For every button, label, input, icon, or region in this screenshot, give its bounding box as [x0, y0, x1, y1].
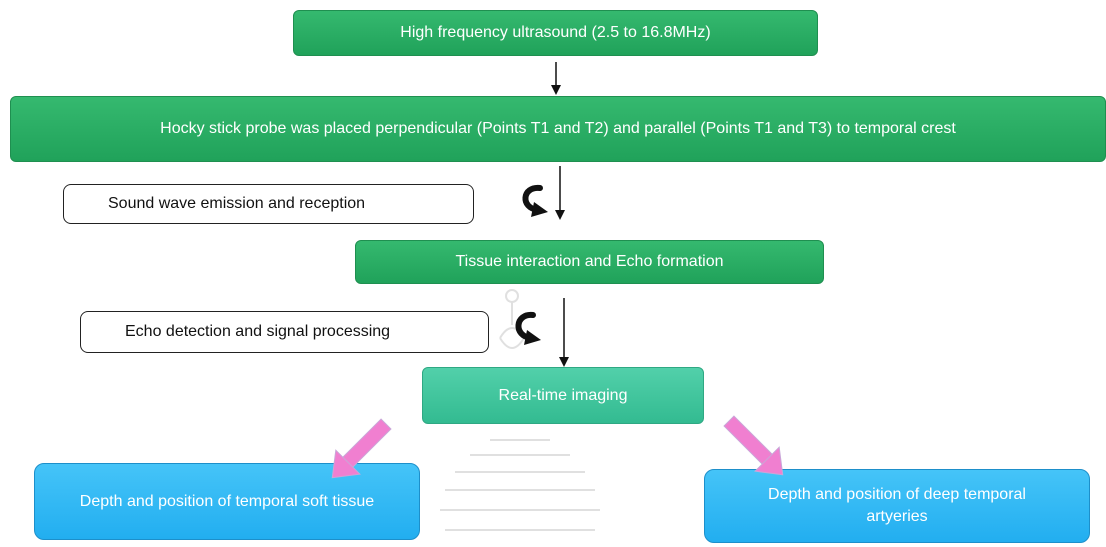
- echo-detection-note: Echo detection and signal processing: [80, 311, 489, 353]
- deep-arteries-box: Depth and position of deep temporal arty…: [704, 469, 1090, 543]
- curved-arrow-icon: [522, 184, 548, 217]
- probe-placement-box: Hocky stick probe was placed perpendicul…: [10, 96, 1106, 162]
- real-time-imaging-box: Real-time imaging: [422, 367, 704, 424]
- deep-arteries-label: Depth and position of deep temporal arty…: [768, 486, 1026, 525]
- tissue-interaction-box: Tissue interaction and Echo formation: [355, 240, 824, 284]
- pink-arrow-icon: [331, 418, 392, 479]
- echo-detection-note-label: Echo detection and signal processing: [125, 323, 391, 340]
- pink-arrow-icon: [723, 415, 784, 476]
- curved-arrow-icon: [515, 311, 541, 345]
- soft-tissue-box: Depth and position of temporal soft tiss…: [34, 463, 420, 540]
- tissue-interaction-label: Tissue interaction and Echo formation: [455, 253, 724, 271]
- ultrasound-frequency-box: High frequency ultrasound (2.5 to 16.8MH…: [293, 10, 818, 56]
- sound-wave-note: Sound wave emission and reception: [63, 184, 474, 224]
- real-time-imaging-label: Real-time imaging: [498, 386, 628, 404]
- ultrasound-frequency-label: High frequency ultrasound (2.5 to 16.8MH…: [400, 24, 711, 42]
- probe-placement-label: Hocky stick probe was placed perpendicul…: [160, 120, 956, 138]
- soft-tissue-label: Depth and position of temporal soft tiss…: [79, 492, 375, 510]
- sound-wave-note-label: Sound wave emission and reception: [108, 195, 366, 212]
